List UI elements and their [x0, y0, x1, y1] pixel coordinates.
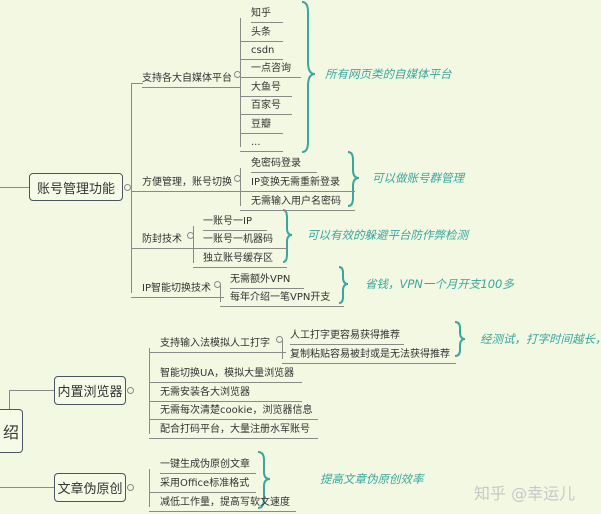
note-platforms: 所有网页类的自媒体平台	[325, 67, 452, 81]
leaf[interactable]: 复制粘贴容易被封或是无法获得推荐	[282, 348, 456, 364]
leaf[interactable]: 无需每次清楚cookie，浏览器信息	[149, 404, 318, 420]
node-switching[interactable]: 方便管理，账号切换	[131, 176, 240, 192]
leaf[interactable]: csdn	[240, 44, 283, 60]
collapse-toggle[interactable]	[276, 336, 283, 343]
note-ip: 省钱，VPN一个月开支100多	[365, 277, 514, 291]
leaf[interactable]: 采用Office标准格式	[149, 477, 256, 493]
note-article: 提高文章伪原创效率	[320, 472, 424, 486]
connector	[131, 83, 143, 84]
leaf[interactable]: 一账号一机器码	[193, 233, 287, 249]
leaf[interactable]: 独立账号缓存区	[193, 252, 287, 268]
leaf[interactable]: 豆瓣	[240, 118, 283, 134]
collapse-toggle[interactable]	[127, 387, 134, 394]
leaf[interactable]: 一键生成伪原创文章	[160, 458, 256, 474]
leaf[interactable]: 百家号	[240, 99, 292, 115]
root-node[interactable]: 绍	[0, 409, 23, 453]
leaf[interactable]: 一账号一IP	[203, 215, 267, 231]
note-typing: 经测试，打字时间越长，	[480, 332, 601, 346]
leaf[interactable]: 免密码登录	[251, 157, 317, 173]
brace-antiban	[282, 209, 293, 263]
connector	[149, 469, 150, 507]
connector	[131, 83, 132, 293]
connector	[0, 487, 54, 488]
node-platforms[interactable]: 支持各大自媒体平台	[142, 72, 240, 88]
leaf[interactable]: 人工打字更容易获得推荐	[290, 329, 404, 345]
connector	[240, 18, 241, 147]
leaf[interactable]: 配合打码平台，大量注册水军账号	[149, 423, 318, 439]
leaf[interactable]: 无需额外VPN	[230, 273, 304, 289]
brace-typing	[454, 321, 466, 357]
node-antiban[interactable]: 防封技术	[131, 233, 193, 249]
leaf[interactable]: 智能切换UA，模拟大量浏览器	[149, 367, 302, 383]
leaf[interactable]: 知乎	[251, 7, 283, 23]
node-typing[interactable]: 支持输入法模拟人工打字	[149, 337, 286, 353]
note-switching: 可以做账号群管理	[372, 171, 464, 185]
connector	[220, 284, 221, 302]
collapse-toggle[interactable]	[124, 184, 131, 191]
connector	[9, 390, 10, 409]
node-article[interactable]: 文章伪原创	[54, 473, 126, 502]
leaf[interactable]: 头条	[240, 26, 283, 42]
leaf[interactable]: 无需安装各大浏览器	[149, 386, 302, 402]
leaf[interactable]: 每年介绍一笔VPN开支	[220, 291, 344, 307]
connector	[9, 390, 54, 391]
brace-platforms	[301, 1, 316, 153]
connector	[240, 168, 241, 206]
node-account-management[interactable]: 账号管理功能	[29, 173, 123, 201]
brace-article	[257, 451, 271, 509]
connector	[193, 226, 194, 263]
leaf[interactable]: 减低工作量，提高写软文速度	[149, 496, 296, 512]
brace-switching	[347, 151, 360, 207]
leaf[interactable]: 大鱼号	[240, 81, 292, 97]
connector	[0, 187, 30, 188]
node-ip-switch[interactable]: IP智能切换技术	[131, 282, 224, 298]
connector	[149, 348, 150, 434]
brace-ip	[338, 266, 349, 304]
node-browser[interactable]: 内置浏览器	[54, 376, 126, 405]
leaf[interactable]: ...	[240, 136, 283, 152]
leaf[interactable]: 一点咨询	[240, 62, 301, 78]
watermark: 知乎 @幸运儿	[474, 484, 576, 503]
connector	[282, 340, 283, 359]
collapse-toggle[interactable]	[127, 484, 134, 491]
leaf[interactable]: IP变换无需重新登录	[240, 176, 355, 192]
note-antiban: 可以有效的躲避平台防作弊检测	[307, 228, 468, 242]
leaf[interactable]: 无需输入用户名密码	[240, 195, 355, 211]
